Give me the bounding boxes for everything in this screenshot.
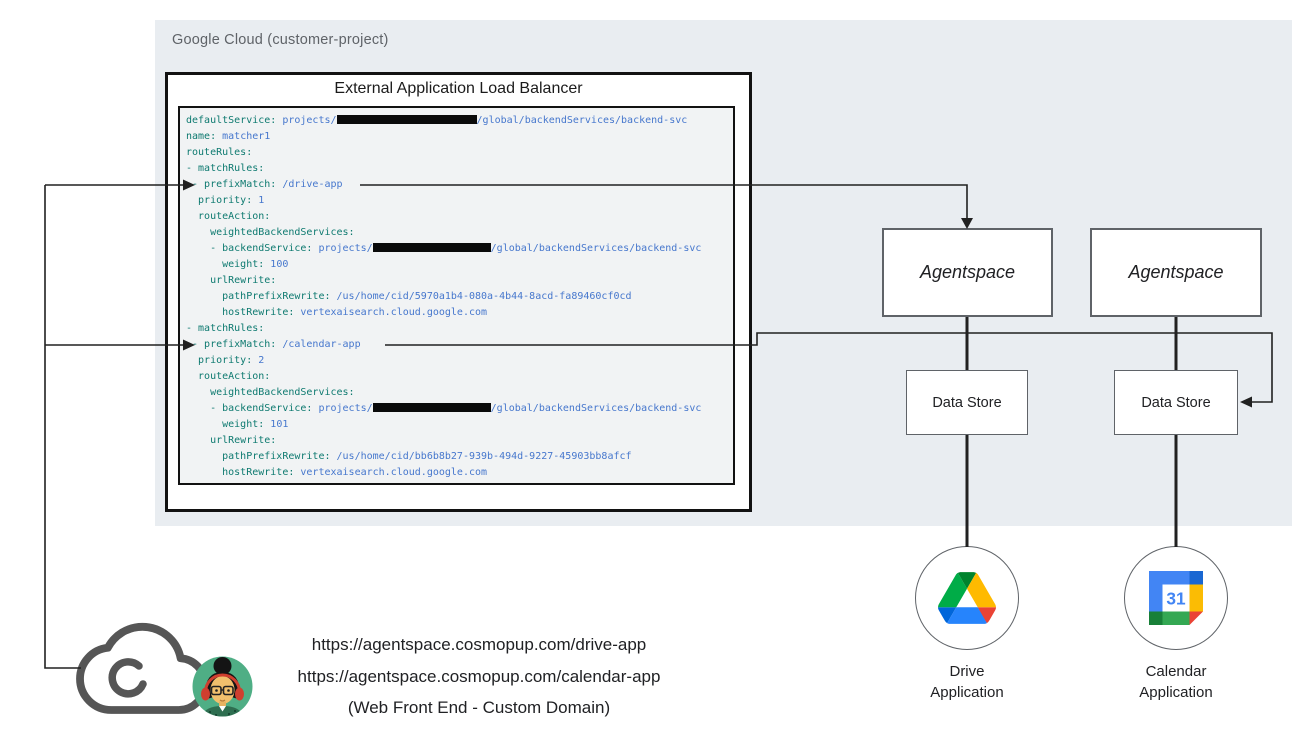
lb-config-code: defaultService: projects//global/backend… xyxy=(178,106,735,485)
google-drive-icon xyxy=(938,572,996,624)
code-line: priority: 2 xyxy=(186,355,265,366)
user-avatar-icon xyxy=(192,656,253,717)
frontend-urls: https://agentspace.cosmopup.com/drive-ap… xyxy=(253,629,705,724)
code-line: - backendService: projects//global/backe… xyxy=(186,403,702,414)
code-line: name: matcher1 xyxy=(186,131,271,142)
code-line: pathPrefixRewrite: /us/home/cid/5970a1b4… xyxy=(186,291,632,302)
datastore-left-label: Data Store xyxy=(932,394,1002,411)
code-line: weight: 100 xyxy=(186,259,289,270)
code-line: weight: 101 xyxy=(186,419,289,430)
cloud-inner-arc xyxy=(108,658,147,698)
code-line: routeRules: xyxy=(186,147,253,158)
drive-app-circle xyxy=(915,546,1019,650)
agentspace-box-left: Agentspace xyxy=(882,228,1053,317)
cloud-icon xyxy=(76,622,208,714)
code-line: - matchRules: xyxy=(186,323,265,334)
code-line: routeAction: xyxy=(186,371,271,382)
datastore-right-label: Data Store xyxy=(1141,394,1211,411)
datastore-box-left: Data Store xyxy=(906,370,1028,435)
code-line: pathPrefixRewrite: /us/home/cid/bb6b8b27… xyxy=(186,451,632,462)
code-line: - prefixMatch: /drive-app xyxy=(186,179,343,190)
redaction-bar xyxy=(336,115,477,124)
drive-app-label: Drive Application xyxy=(930,663,1004,701)
url-calendar-app: https://agentspace.cosmopup.com/calendar… xyxy=(297,666,661,686)
code-line: hostRewrite: vertexaisearch.cloud.google… xyxy=(186,307,488,318)
code-line: defaultService: projects//global/backend… xyxy=(186,115,688,126)
frontend-caption: (Web Front End - Custom Domain) xyxy=(347,698,611,717)
load-balancer-title: External Application Load Balancer xyxy=(334,80,583,97)
redaction-bar xyxy=(372,403,491,412)
calendar-app-circle: 31 xyxy=(1124,546,1228,650)
code-line: urlRewrite: xyxy=(186,435,277,446)
code-line: priority: 1 xyxy=(186,195,265,206)
datastore-box-right: Data Store xyxy=(1114,370,1238,435)
code-line: weightedBackendServices: xyxy=(186,387,355,398)
code-line: urlRewrite: xyxy=(186,275,277,286)
calendar-app-label: Calendar Application xyxy=(1139,663,1213,701)
redaction-bar xyxy=(372,243,491,252)
calendar-day-number: 31 xyxy=(1166,588,1186,608)
gcp-panel-label: Google Cloud (customer-project) xyxy=(172,32,389,48)
code-line: routeAction: xyxy=(186,211,271,222)
code-line: - prefixMatch: /calendar-app xyxy=(186,339,361,350)
agentspace-right-label: Agentspace xyxy=(1128,262,1224,282)
agentspace-box-right: Agentspace xyxy=(1090,228,1262,317)
url-drive-app: https://agentspace.cosmopup.com/drive-ap… xyxy=(311,635,647,654)
agentspace-left-label: Agentspace xyxy=(919,262,1016,282)
line-user-to-prefix-rules xyxy=(44,185,81,669)
code-line: - matchRules: xyxy=(186,163,265,174)
code-line: weightedBackendServices: xyxy=(186,227,355,238)
google-calendar-icon: 31 xyxy=(1149,571,1203,625)
code-line: - backendService: projects//global/backe… xyxy=(186,243,702,254)
code-line: hostRewrite: vertexaisearch.cloud.google… xyxy=(186,467,488,478)
